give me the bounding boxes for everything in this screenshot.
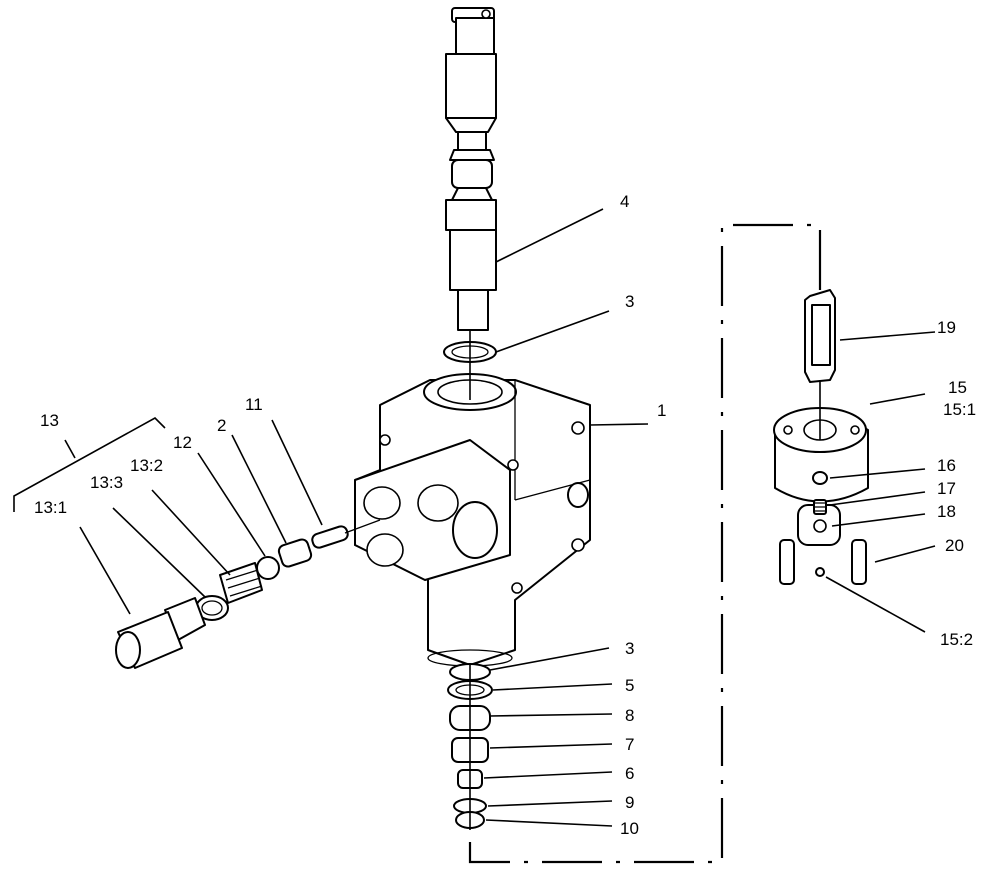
group-13-bracket <box>13 417 166 512</box>
label-15: 15 <box>948 378 967 397</box>
label-19: 19 <box>937 318 956 337</box>
group-13-stem <box>64 439 76 459</box>
label-13-2: 13:2 <box>130 456 163 475</box>
label-18: 18 <box>937 502 956 521</box>
label-7: 7 <box>625 735 634 754</box>
label-13-3: 13:3 <box>90 473 123 492</box>
label-13: 13 <box>40 411 59 430</box>
label-5: 5 <box>625 676 634 695</box>
label-1: 1 <box>657 401 666 420</box>
label-15-1: 15:1 <box>943 400 976 419</box>
label-8: 8 <box>625 706 634 725</box>
label-12: 12 <box>173 433 192 452</box>
label-11: 11 <box>245 395 263 414</box>
plug-icon <box>115 597 206 669</box>
label-3-upper: 3 <box>625 292 634 311</box>
label-20: 20 <box>945 536 964 555</box>
label-15-2: 15:2 <box>940 630 973 649</box>
lower-seal-stack <box>447 663 493 830</box>
spool-icon <box>445 7 497 331</box>
relief-valve-parts <box>195 519 381 621</box>
label-16: 16 <box>937 456 956 475</box>
connection-line <box>468 223 822 864</box>
label-9: 9 <box>625 793 634 812</box>
valve-body-icon <box>354 373 591 667</box>
label-3-lower: 3 <box>625 639 634 658</box>
detent-housing-icon <box>773 289 869 585</box>
label-13-1: 13:1 <box>34 498 67 517</box>
leader-lines <box>79 208 936 827</box>
label-17: 17 <box>937 479 956 498</box>
label-10: 10 <box>620 819 639 838</box>
label-6: 6 <box>625 764 634 783</box>
label-4: 4 <box>620 192 629 211</box>
label-2: 2 <box>217 416 226 435</box>
part-labels: 1 4 3 3 5 8 7 6 9 10 11 2 12 13 13:2 13:… <box>34 192 976 838</box>
